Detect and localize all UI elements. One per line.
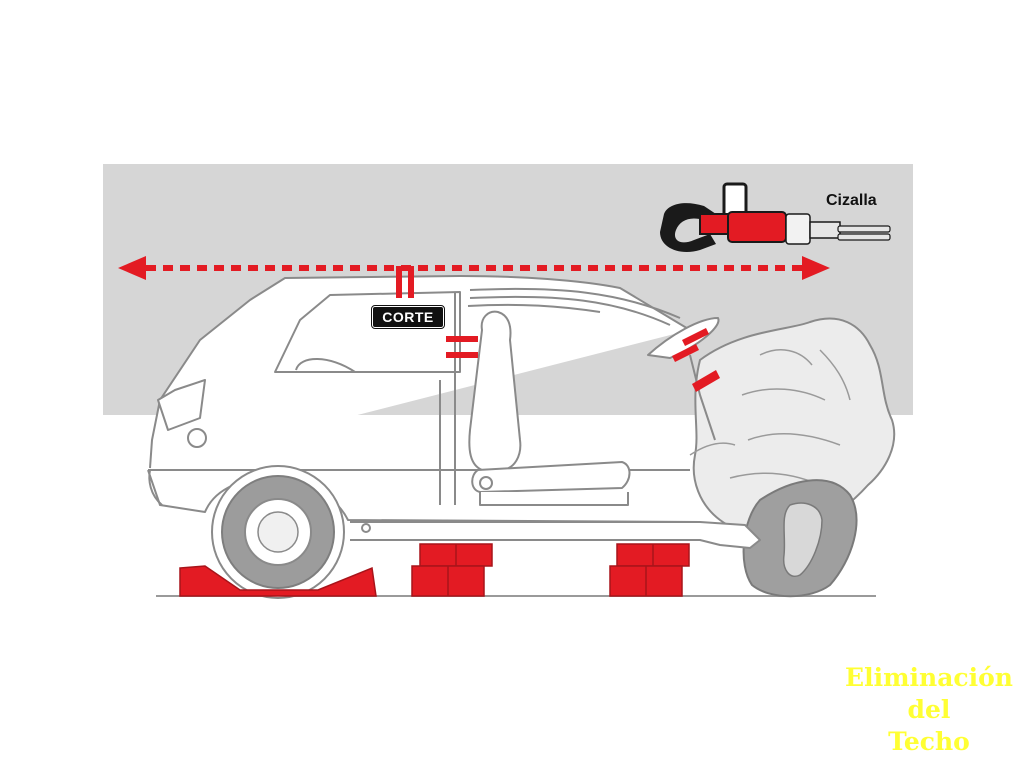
cut-mark-icon	[396, 266, 720, 392]
wheel-chock-icon	[179, 565, 377, 597]
slide-title-line-2: del	[907, 695, 951, 724]
cribbing-block-icon	[411, 543, 690, 597]
slide-title-line-1: Eliminación	[845, 663, 1013, 692]
double-arrow-icon	[118, 256, 830, 280]
rock-obstacle	[689, 317, 896, 598]
car-seat	[468, 310, 631, 506]
shear-tool-icon	[660, 182, 891, 252]
tool-label: Cizalla	[826, 192, 877, 209]
slide-title-line-3: Techo	[888, 727, 970, 756]
rear-wheel	[211, 465, 345, 599]
slide-title: Eliminación del Techo	[838, 662, 1020, 758]
cut-label: CORTE	[371, 305, 445, 329]
